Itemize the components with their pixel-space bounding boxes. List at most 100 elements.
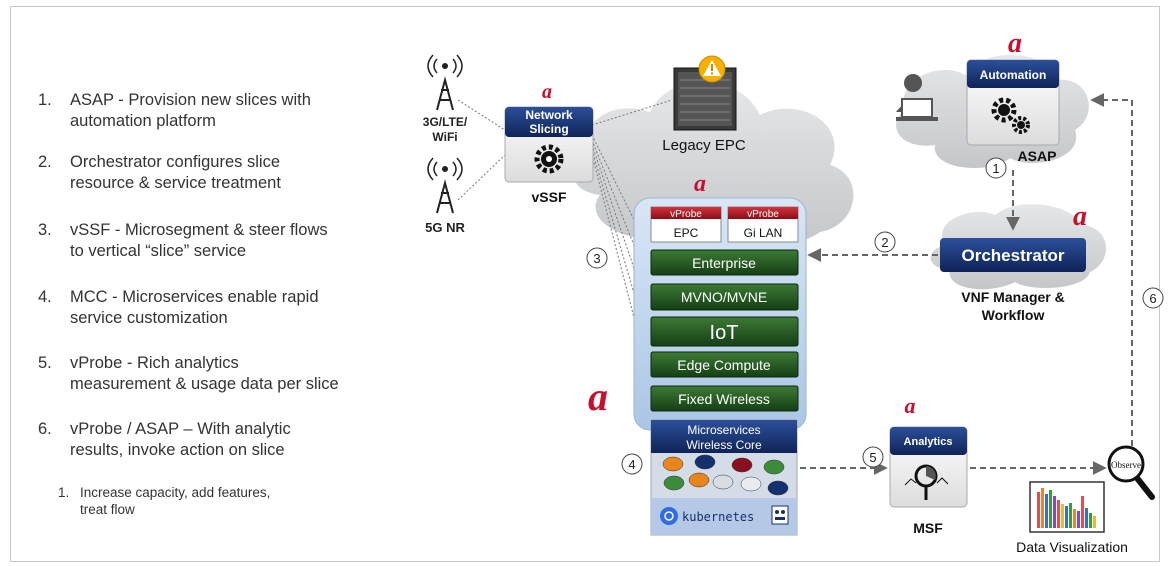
kubernetes-label: kubernetes (682, 510, 754, 524)
vprobe-gilan-box: vProbe Gi LAN (727, 206, 799, 243)
brand-logo: a (1008, 28, 1022, 59)
kubernetes-icon (660, 507, 678, 525)
step-text: MCC - Microservices enable rapid service … (70, 287, 390, 329)
slice-label: Fixed Wireless (678, 391, 770, 407)
vssf-label: vSSF (531, 189, 566, 205)
marker-2: 2 (881, 235, 888, 250)
step-number: 1. (38, 91, 52, 109)
gear-icon (534, 144, 564, 174)
robot-icon (771, 505, 789, 525)
brand-logo: a (905, 393, 916, 418)
step-line: vProbe / ASAP – With analytic (70, 420, 291, 438)
tower-3g-label: WiFi (432, 130, 457, 144)
marker-6: 6 (1149, 291, 1156, 306)
marker-1: 1 (992, 161, 999, 176)
marker-3: 3 (593, 251, 600, 266)
brand-logo: a (694, 171, 706, 197)
step-line: vSSF - Microsegment & steer flows (70, 221, 328, 239)
slice-enterprise: Enterprise (650, 249, 799, 276)
step-text: vSSF - Microsegment & steer flows to vert… (70, 220, 390, 262)
slice-label: IoT (710, 322, 739, 344)
vprobe-sub: EPC (674, 226, 699, 240)
data-visualization-icon (1029, 481, 1105, 533)
step-line: MCC - Microservices enable rapid (70, 288, 319, 306)
step-line: resource & service treatment (70, 174, 281, 192)
network-slicing-title: Network (525, 108, 573, 122)
tower-3g-label: 3G/LTE/ (423, 115, 468, 129)
legacy-epc-label: Legacy EPC (662, 137, 746, 154)
step-line: to vertical “slice” service (70, 242, 247, 260)
vnf-manager-label: Workflow (982, 307, 1045, 323)
slice-mvno: MVNO/MVNE (650, 283, 799, 311)
orchestrator-box: Orchestrator (940, 238, 1086, 272)
step-marker-labels: 1 2 3 4 5 6 (593, 161, 1156, 472)
microservice-pods (662, 454, 789, 496)
automation-box: Automation (966, 59, 1060, 146)
substep-text: Increase capacity, add features, treat fl… (80, 484, 340, 518)
substep-number: 1. (58, 485, 70, 500)
legacy-epc-server-icon (673, 67, 737, 131)
tower-5g-label: 5G NR (425, 220, 465, 235)
vprobe-title: vProbe (670, 209, 702, 220)
step-line: automation platform (70, 112, 216, 130)
brand-logos: a a a a a a (542, 28, 1087, 419)
vprobe-epc-box: vProbe EPC (650, 206, 722, 243)
slice-label: Enterprise (692, 255, 756, 271)
flow-arrows (800, 93, 1133, 475)
step-markers (586, 157, 1164, 475)
step-line: vProbe - Rich analytics (70, 354, 239, 372)
brand-logo: a (588, 374, 608, 419)
step-text: ASAP - Provision new slices with automati… (70, 90, 390, 132)
marker-4: 4 (628, 457, 635, 472)
tower-5g-icon (427, 157, 463, 214)
tower-links (457, 99, 673, 400)
analytics-box: Analytics (889, 426, 968, 508)
step-line: results, invoke action on slice (70, 441, 285, 459)
data-visualization-label: Data Visualization (1016, 539, 1128, 555)
step-line: measurement & usage data per slice (70, 375, 339, 393)
network-slicing-box: Network Slicing (504, 106, 594, 183)
slice-fixed-wireless: Fixed Wireless (650, 385, 799, 412)
magnifier-chart-icon (904, 464, 949, 500)
step-text: vProbe - Rich analytics measurement & usa… (70, 353, 390, 395)
step-text: vProbe / ASAP – With analytic results, in… (70, 419, 390, 461)
slide-frame (10, 6, 1160, 562)
brand-logo: a (542, 81, 552, 103)
network-slicing-title: Slicing (529, 122, 568, 136)
step-number: 6. (38, 420, 52, 438)
step-number: 3. (38, 221, 52, 239)
substep-line: treat flow (80, 502, 135, 517)
arrow-observe-to-asap (1090, 93, 1133, 446)
msf-label: MSF (913, 520, 943, 536)
substep-line: Increase capacity, add features, (80, 485, 271, 500)
vprobe-title: vProbe (747, 209, 779, 220)
automation-title: Automation (980, 68, 1047, 82)
gears-icon (991, 97, 1030, 134)
marker-5: 5 (869, 450, 876, 465)
step-text: Orchestrator configures slice resource & … (70, 152, 390, 194)
slice-label: MVNO/MVNE (681, 289, 767, 305)
vprobe-sub: Gi LAN (744, 226, 783, 240)
slice-edge-compute: Edge Compute (650, 351, 799, 378)
slice-label: Edge Compute (677, 357, 771, 373)
microservices-title: Microservices (687, 423, 760, 437)
microservices-core-box: Microservices Wireless Core kubernetes (650, 419, 798, 536)
step-line: Orchestrator configures slice (70, 153, 280, 171)
step-number: 2. (38, 153, 52, 171)
microservices-title: Wireless Core (686, 438, 762, 452)
observe-label: Observe (1111, 460, 1141, 470)
step-line: service customization (70, 309, 228, 327)
step-number: 5. (38, 354, 52, 372)
slice-stack: vProbe EPC vProbe Gi LAN Enterprise MVNO… (633, 197, 807, 431)
observe-magnifier-icon: Observe (1107, 445, 1155, 500)
vnf-manager-label: VNF Manager & (961, 289, 1064, 305)
tower-3g-icon (427, 54, 463, 111)
asap-label: ASAP (1018, 148, 1057, 164)
slice-iot: IoT (650, 316, 799, 347)
orchestrator-title: Orchestrator (962, 246, 1065, 265)
step-line: ASAP - Provision new slices with (70, 91, 311, 109)
warning-icon (698, 55, 726, 83)
step-number: 4. (38, 288, 52, 306)
brand-logo: a (1073, 201, 1087, 232)
